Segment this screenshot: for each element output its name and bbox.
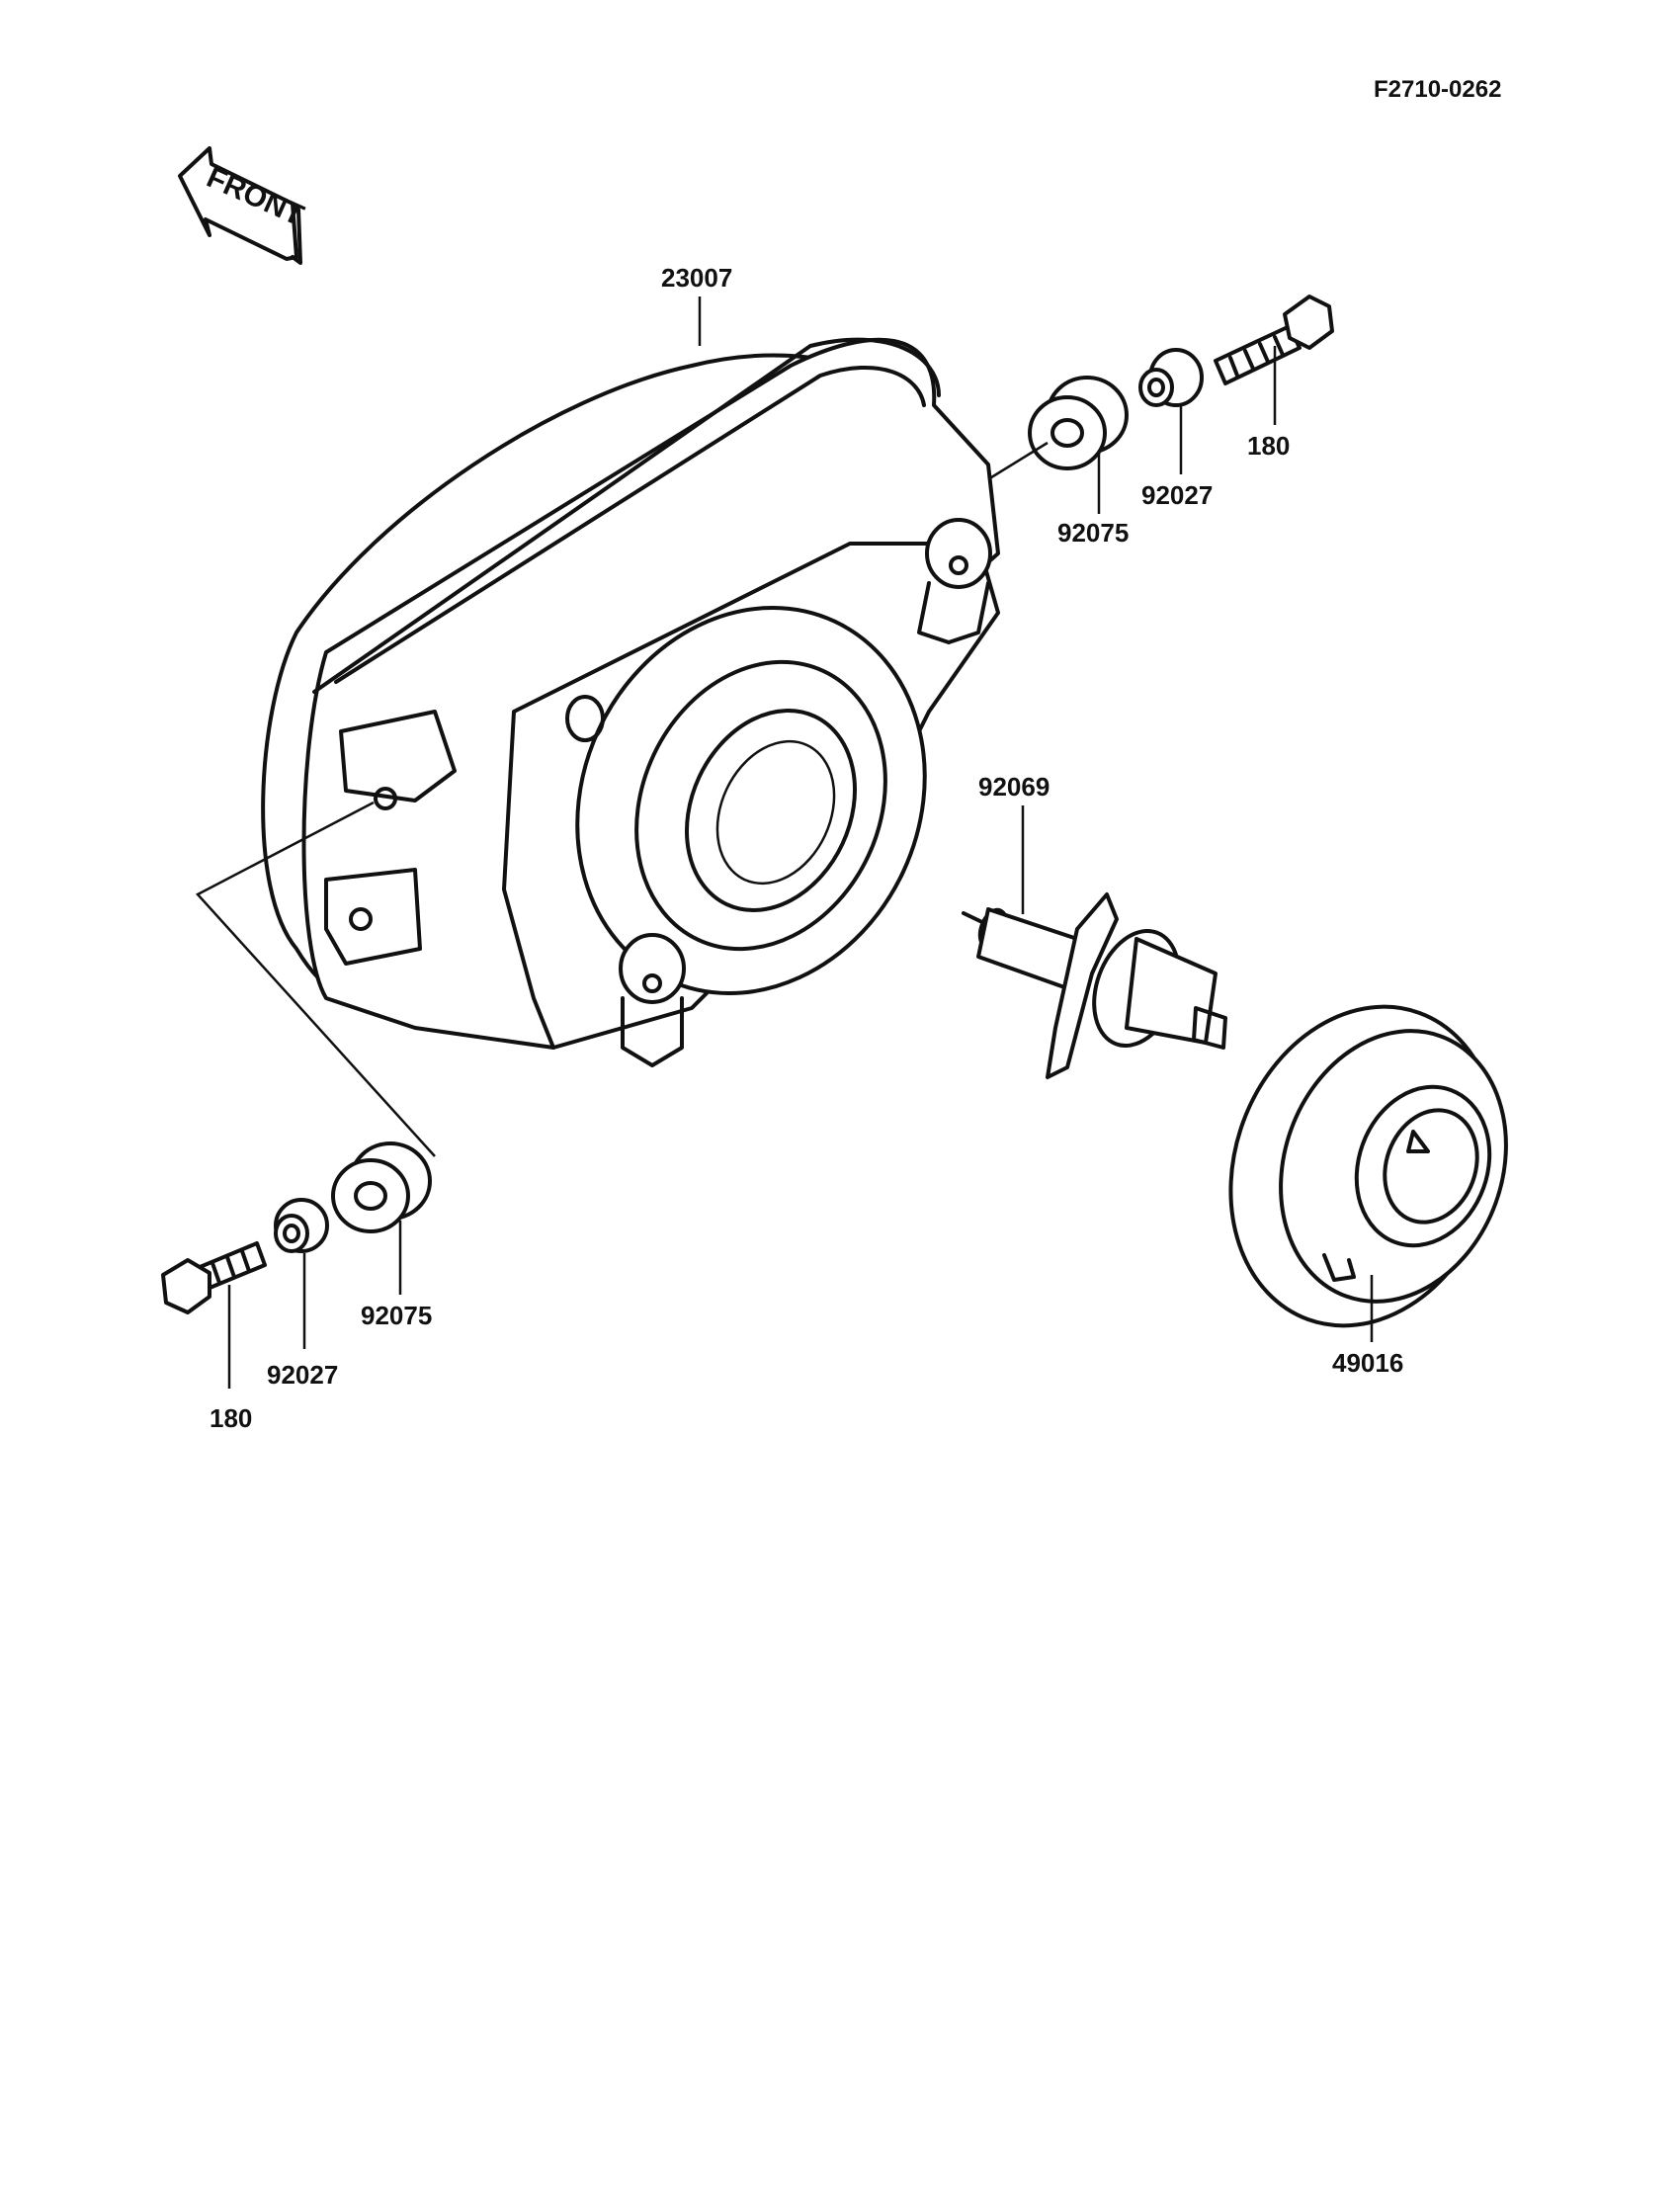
- label-bolt-left: 180: [210, 1403, 252, 1433]
- label-collar-left: 92027: [267, 1360, 338, 1390]
- bolt-left-drawing: [161, 1241, 267, 1314]
- front-arrow-icon: FRONT: [178, 146, 308, 265]
- figure-code: F2710-0262: [1374, 76, 1501, 103]
- collar-left-drawing: [274, 1198, 329, 1253]
- socket-cover-drawing: [1228, 1004, 1508, 1328]
- bulb-drawing: [962, 892, 1227, 1079]
- collar-right-drawing: [1138, 348, 1204, 407]
- grommet-left-drawing: [331, 1141, 432, 1233]
- label-headlight-unit: 23007: [661, 263, 732, 293]
- bolt-right-drawing: [1214, 295, 1334, 385]
- label-grommet-right: 92075: [1057, 518, 1129, 548]
- grommet-right-drawing: [1028, 376, 1129, 470]
- label-bulb: 92069: [978, 772, 1050, 802]
- label-bolt-right: 180: [1247, 431, 1290, 461]
- label-grommet-left: 92075: [361, 1301, 432, 1330]
- headlight-unit-drawing: [261, 337, 1000, 1067]
- label-socket-cover: 49016: [1332, 1348, 1403, 1378]
- label-collar-right: 92027: [1141, 480, 1213, 510]
